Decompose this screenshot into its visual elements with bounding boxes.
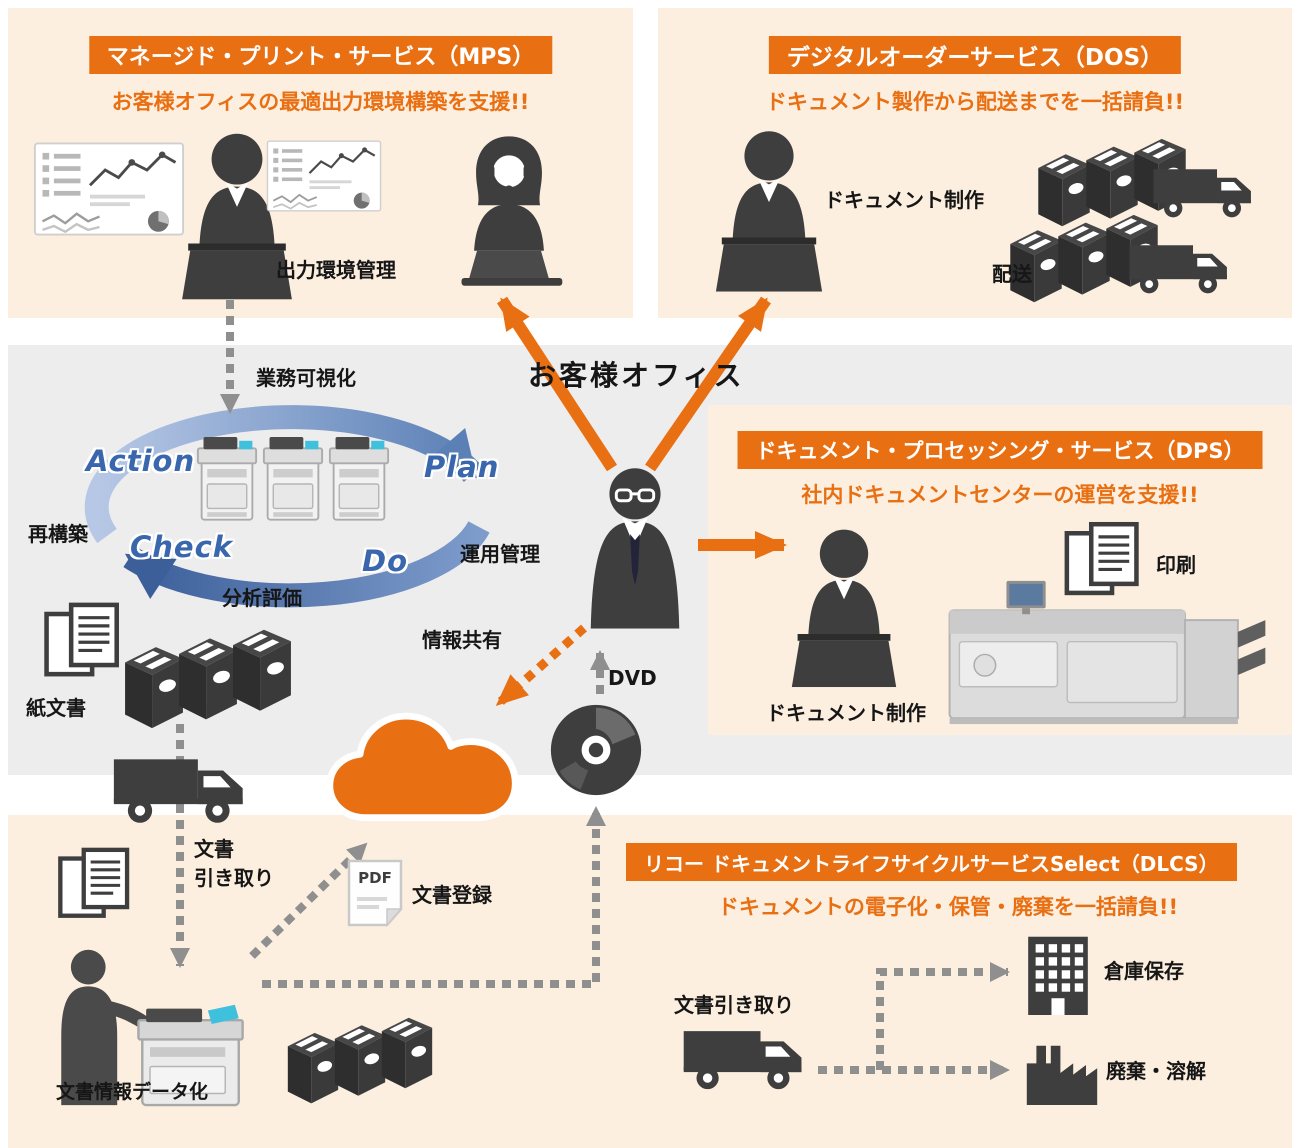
storage-boxes-icon [286, 1011, 434, 1105]
customer-office-title: お客様オフィス [528, 359, 745, 392]
panel-dps: ドキュメント・プロセッシング・サービス（DPS） 社内ドキュメントセンターの運営… [708, 405, 1292, 735]
paper-documents-icon [56, 841, 134, 935]
pdca-action-label: Action [86, 444, 196, 478]
pdca-check-label: Check [130, 530, 234, 564]
mps-title-banner: マネージド・プリント・サービス（MPS） [88, 36, 553, 74]
analysis-label: 分析評価 [222, 586, 302, 610]
doc-register-label: 文書登録 [412, 883, 492, 907]
dos-subtitle: ドキュメント製作から配送までを一括請負!! [765, 90, 1185, 114]
pdca-do-label: Do [362, 544, 408, 578]
panel-mps: マネージド・プリント・サービス（MPS） お客様オフィスの最適出力環境構築を支援… [8, 8, 633, 318]
dps-subtitle: 社内ドキュメントセンターの運営を支援!! [801, 483, 1199, 507]
pdf-file-icon: PDF [345, 859, 405, 927]
dos-delivery-label: 配送 [992, 262, 1032, 286]
digitization-label: 文書情報データ化 [56, 1081, 209, 1103]
dps-doc-production-label: ドキュメント制作 [766, 701, 926, 725]
disposal-label: 廃棄・溶解 [1106, 1059, 1206, 1083]
visualization-label: 業務可視化 [256, 366, 356, 390]
pdf-label: PDF [358, 869, 392, 887]
paper-documents-icon [42, 596, 124, 694]
doc-producer-icon [786, 517, 902, 693]
mfp-printer-icon [262, 428, 324, 525]
mps-output-env-label: 出力環境管理 [276, 258, 396, 282]
paper-docs-label: 紙文書 [26, 696, 86, 720]
storage-label: 倉庫保存 [1104, 959, 1184, 983]
mfp-printer-icon [328, 428, 390, 525]
dlcs-doc-pickup-label: 文書引き取り [674, 993, 794, 1017]
mfp-printer-icon [196, 428, 258, 525]
dlcs-subtitle: ドキュメントの電子化・保管・廃棄を一括請負!! [717, 895, 1179, 919]
dps-title-banner: ドキュメント・プロセッシング・サービス（DPS） [737, 431, 1263, 469]
dos-title-banner: デジタルオーダーサービス（DOS） [768, 36, 1182, 74]
pickup-truck-icon [682, 1021, 810, 1101]
dps-print-label: 印刷 [1156, 553, 1196, 577]
dvd-label: DVD [608, 666, 657, 690]
dlcs-title-banner: リコー ドキュメントライフサイクルサービスSelect（DLCS） [626, 843, 1237, 881]
dvd-disc-icon [548, 702, 644, 798]
production-printer-icon [943, 575, 1268, 727]
rebuild-label: 再構築 [28, 522, 88, 546]
mps-subtitle: お客様オフィスの最適出力環境構築を支援!! [111, 90, 530, 114]
pdca-plan-label: Plan [424, 450, 500, 484]
customer-person-icon [576, 458, 694, 632]
panel-dos: デジタルオーダーサービス（DOS） ドキュメント製作から配送までを一括請負!! … [658, 8, 1292, 318]
dos-doc-production-label: ドキュメント制作 [824, 188, 984, 212]
cloud-icon [322, 698, 527, 828]
panel-dlcs: リコー ドキュメントライフサイクルサービスSelect（DLCS） ドキュメント… [8, 815, 1292, 1148]
operation-label: 運用管理 [460, 542, 540, 566]
info-sharing-label: 情報共有 [422, 628, 502, 652]
doc-pickup-label: 文書 引き取り [194, 837, 274, 890]
warehouse-building-icon [1022, 933, 1094, 1015]
storage-boxes-icon [122, 622, 294, 730]
factory-icon [1022, 1035, 1102, 1111]
